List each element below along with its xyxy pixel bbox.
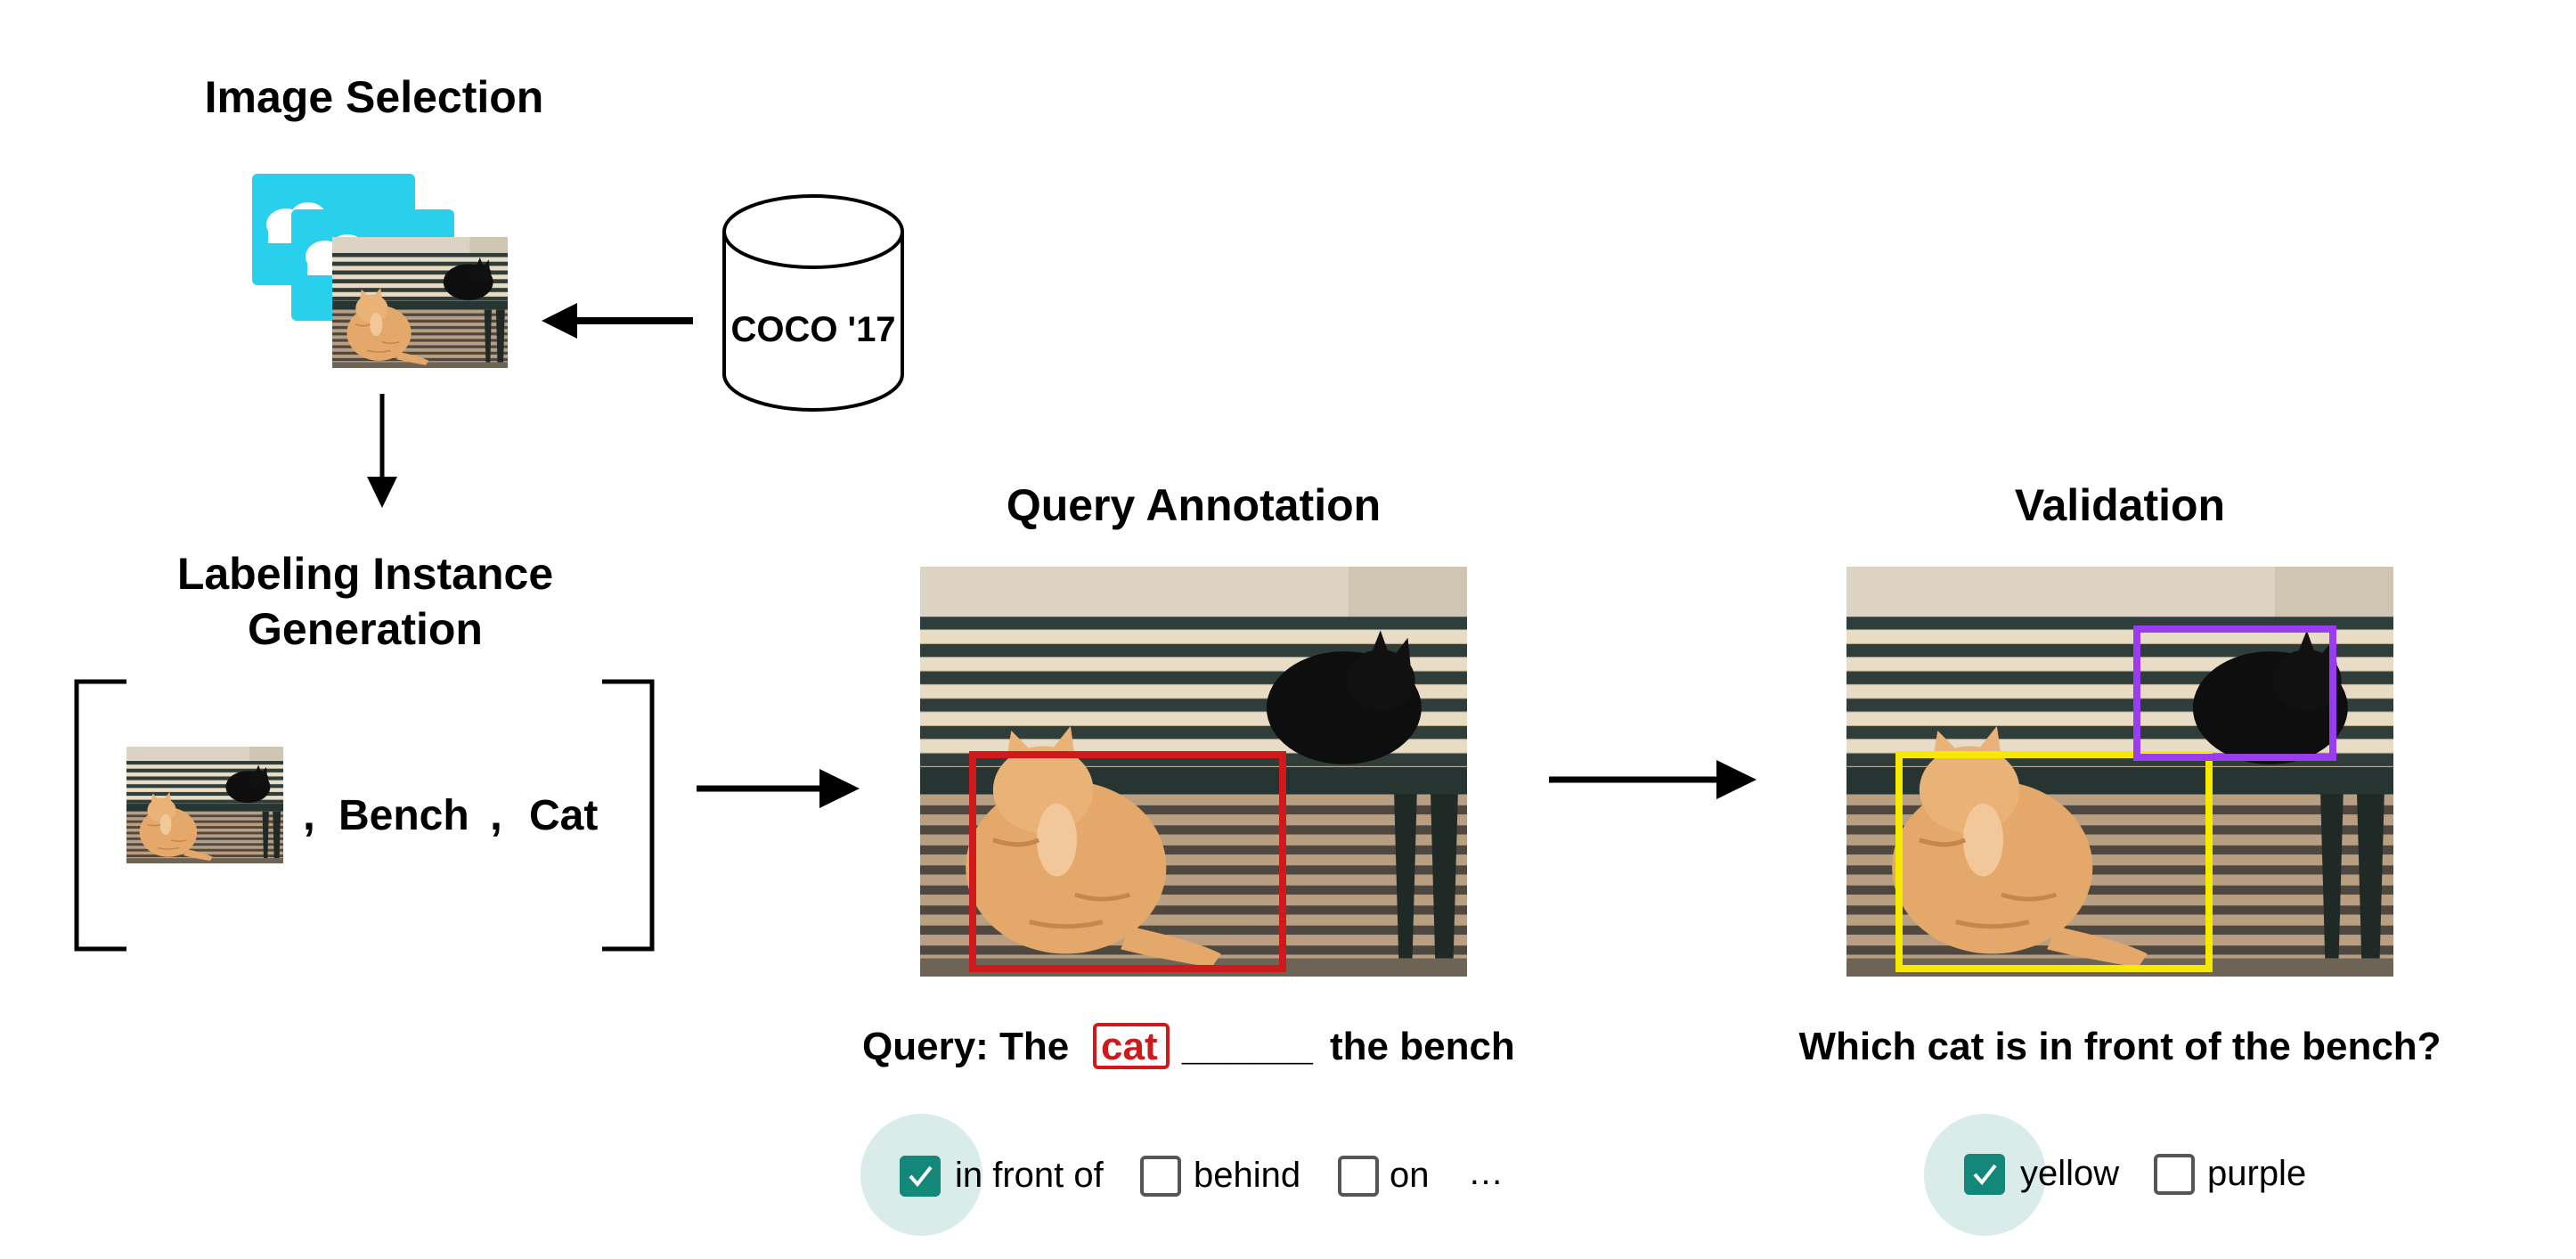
instance-separator: , xyxy=(490,789,502,839)
stage-title-query-annotation: Query Annotation xyxy=(1006,480,1382,530)
dataset-label: COCO '17 xyxy=(730,310,896,349)
arrow-instance-to-query xyxy=(697,769,860,808)
stage-title-labeling-instance: Labeling Instance xyxy=(176,549,554,599)
check-icon xyxy=(909,1165,933,1188)
option-label-on: on xyxy=(1390,1156,1430,1195)
option-checkbox-in-front-of[interactable] xyxy=(900,1156,941,1197)
stage-title-validation: Validation xyxy=(2014,480,2226,530)
stage-title-labeling-generation: Generation xyxy=(248,604,483,654)
option-checkbox-on[interactable] xyxy=(1338,1156,1379,1197)
stage-title-image-selection: Image Selection xyxy=(204,72,544,122)
query-highlight-box xyxy=(1093,1023,1170,1069)
instance-separator: , xyxy=(303,789,315,839)
option-label-behind: behind xyxy=(1194,1156,1301,1195)
instance-image-thumbnail xyxy=(126,747,283,863)
instance-category-bench: Bench xyxy=(338,792,469,839)
option-checkbox-purple[interactable] xyxy=(2154,1154,2195,1195)
arrow-selection-to-instance xyxy=(367,394,397,508)
check-icon xyxy=(1973,1164,1997,1186)
option-label-in-front-of: in front of xyxy=(955,1156,1104,1195)
option-checkbox-behind[interactable] xyxy=(1140,1156,1181,1197)
arrow-dataset-to-selection xyxy=(542,303,693,339)
option-checkbox-yellow[interactable] xyxy=(1964,1154,2005,1195)
option-label-purple: purple xyxy=(2207,1154,2307,1193)
query-highlight-word: cat xyxy=(1101,1025,1158,1068)
more-options-ellipsis: … xyxy=(1468,1153,1504,1192)
query-prefix: Query: The xyxy=(862,1025,1070,1068)
option-label-yellow: yellow xyxy=(2020,1154,2120,1193)
validation-box-yellow xyxy=(1895,751,2213,972)
database-icon xyxy=(722,194,904,412)
bracket-left xyxy=(74,679,126,952)
instance-category-cat: Cat xyxy=(529,792,599,839)
selected-image-thumbnail xyxy=(332,237,508,368)
bracket-right xyxy=(602,679,655,952)
validation-question: Which cat is in front of the bench? xyxy=(1798,1025,2441,1068)
query-bounding-box xyxy=(969,751,1286,972)
validation-box-purple xyxy=(2133,625,2336,761)
query-suffix: the bench xyxy=(1330,1025,1515,1068)
query-blank: ______ xyxy=(1182,1025,1313,1068)
arrow-query-to-validation xyxy=(1549,760,1757,799)
